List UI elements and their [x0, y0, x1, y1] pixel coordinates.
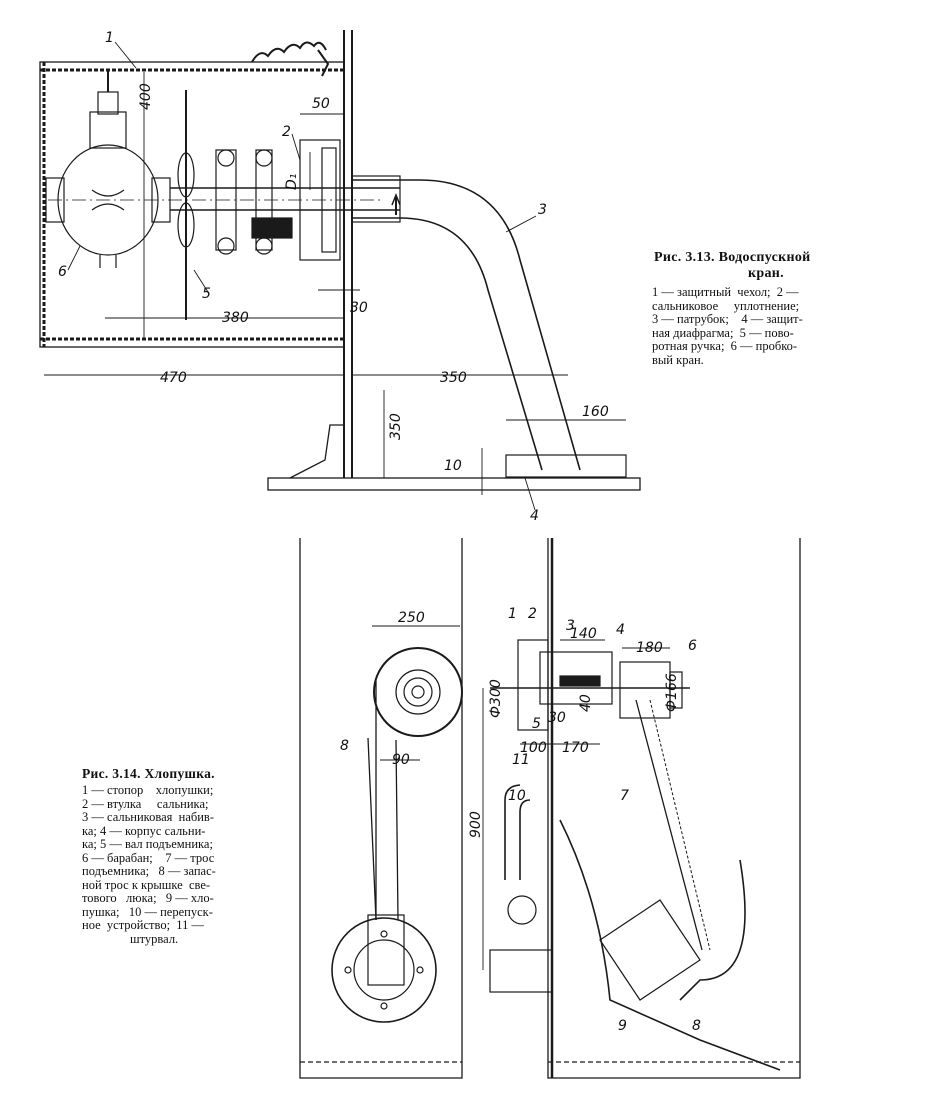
- fig-3-14-labels: 250 1 2 3 4 140 180 6 Ф300 Ф166 40 30 5 …: [340, 606, 701, 1034]
- caption-3-14-legend-line: ной трос к крышке све-: [82, 877, 211, 892]
- dim-100: 100: [520, 740, 547, 756]
- dim-30b: 30: [548, 710, 566, 726]
- callout-4b: 4: [616, 622, 625, 638]
- dim-170: 170: [562, 740, 589, 756]
- gland-assembly: [490, 639, 690, 731]
- caption-3-13-legend-line: сальниковое уплотнение;: [652, 298, 800, 313]
- caption-3-14-legend-line: ное устройство; 11 —: [82, 918, 204, 932]
- caption-3-13-legend-line: вый кран.: [652, 352, 704, 367]
- dim-400: 400: [138, 83, 154, 110]
- dim-90: 90: [392, 752, 410, 768]
- fig-3-13-drawing: [39, 30, 641, 511]
- dim-470: 470: [160, 370, 187, 386]
- caption-3-14-legend-line: 2 — втулка сальника;: [82, 796, 209, 811]
- caption-3-14-legend-line: 3 — сальниковая набив-: [82, 810, 215, 824]
- caption-3-14-legend-line: пушка; 10 — перепуск-: [82, 904, 213, 919]
- caption-3-14-legend-line: 1 — стопор хлопушки;: [82, 783, 214, 797]
- callout-2: 2: [282, 124, 291, 140]
- callout-2b: 2: [528, 606, 537, 622]
- caption-3-14-legend-line: ка; 4 — корпус сальни-: [82, 823, 206, 838]
- caption-3-14-legend-line: ка; 5 — вал подъемника;: [82, 837, 213, 851]
- dim-f300: Ф300: [488, 679, 504, 718]
- caption-fig-3-13: Рис. 3.13. Водоспускной кран. 1 — защитн…: [652, 250, 892, 367]
- caption-3-14-title: Рис. 3.14. Хлопушка.: [82, 766, 215, 781]
- caption-fig-3-14: Рис. 3.14. Хлопушка. 1 — стопор хлопушки…: [82, 766, 292, 946]
- flap-flange: [331, 914, 437, 1023]
- callout-5: 5: [202, 286, 211, 302]
- fig-3-14-drawing: [299, 538, 801, 1079]
- caption-3-14-legend-line: штурвал.: [130, 931, 179, 946]
- dim-10: 10: [444, 458, 462, 474]
- callout-6: 6: [58, 264, 67, 280]
- dim-250: 250: [398, 610, 425, 626]
- callout-11: 11: [512, 752, 530, 768]
- dim-160: 160: [582, 404, 609, 420]
- dim-180: 180: [636, 640, 663, 656]
- dim-140: 140: [570, 626, 597, 642]
- callout-8b: 8: [692, 1018, 701, 1034]
- callout-9: 9: [618, 1018, 627, 1034]
- fig-3-13-labels: 1 400 50 2 D₁ 3 6 5 380 30 470 350 350 1…: [58, 30, 609, 524]
- dim-380: 380: [222, 310, 249, 326]
- callout-5b: 5: [532, 716, 541, 732]
- callout-6b: 6: [688, 638, 697, 654]
- gland-seal: [215, 139, 341, 261]
- callout-8a: 8: [340, 738, 349, 754]
- pipe-bend: [351, 175, 581, 471]
- caption-3-13-legend-line: 1 — защитный чехол; 2 —: [652, 285, 799, 299]
- caption-3-14-legend-line: 6 — барабан; 7 — трос: [82, 850, 215, 865]
- caption-3-13-legend-line: ротная ручка; 6 — пробко-: [652, 339, 798, 353]
- dim-350-horizontal: 350: [440, 370, 467, 386]
- dim-d1: D₁: [284, 174, 300, 190]
- rotary-handle: [177, 90, 195, 320]
- dim-f166: Ф166: [664, 673, 680, 712]
- callout-1: 1: [105, 30, 114, 46]
- protective-cover: [39, 61, 345, 348]
- callout-3b: 3: [566, 618, 575, 634]
- drum-wheel: [373, 647, 463, 737]
- callout-7: 7: [620, 788, 629, 804]
- dim-900: 900: [468, 811, 484, 838]
- caption-3-13-legend-line: ная диафрагма; 5 — пово-: [652, 325, 794, 340]
- dim-350-vertical: 350: [388, 413, 404, 440]
- dim-40: 40: [578, 694, 594, 712]
- dim-50: 50: [312, 96, 330, 112]
- callout-3: 3: [538, 202, 547, 218]
- callout-10: 10: [508, 788, 526, 804]
- caption-3-13-title-line-2: кран.: [748, 266, 784, 281]
- caption-3-14-legend-line: тового люка; 9 — хло-: [82, 891, 214, 905]
- dim-30: 30: [350, 300, 368, 316]
- caption-3-14-legend-line: подъемника; 8 — запас-: [82, 864, 216, 878]
- caption-3-13-title-line-1: Рис. 3.13. Водоспускной: [654, 250, 811, 265]
- callout-1b: 1: [508, 606, 517, 622]
- callout-4: 4: [530, 508, 539, 524]
- caption-3-13-legend-line: 3 — патрубок; 4 — защит-: [652, 312, 803, 326]
